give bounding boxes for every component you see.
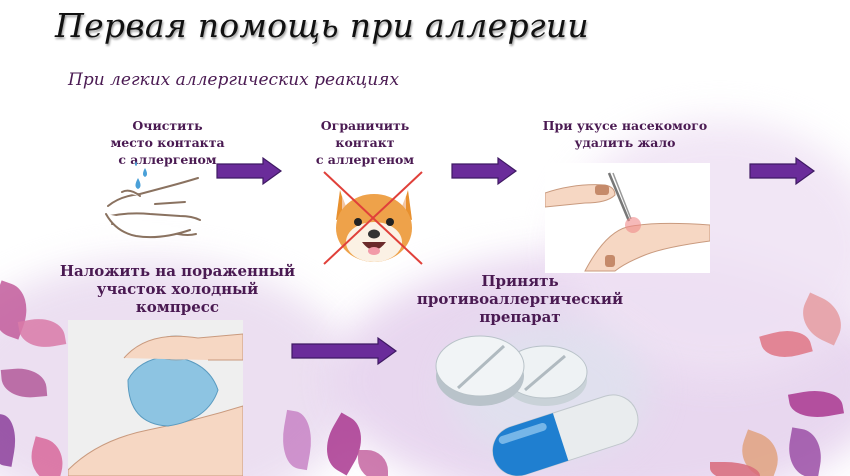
hand-washing-icon <box>105 161 201 239</box>
arrow-right-icon <box>291 336 398 366</box>
arrow-right-icon <box>451 156 518 186</box>
slide-subtitle: При легких аллергических реакциях <box>68 70 400 90</box>
step-2-label: Ограничить контакт с аллергеном <box>315 118 415 167</box>
slide-title: Первая помощь при аллергии <box>55 6 589 45</box>
arrow-right-icon <box>216 156 283 186</box>
tweezers-sting-icon <box>545 172 710 272</box>
arrow-right-icon <box>749 156 816 186</box>
pills-icon <box>435 335 639 476</box>
crossed-dog-icon <box>323 171 423 265</box>
step-3-label: При укусе насекомого удалить жало <box>542 118 708 150</box>
step-1-label: Очистить место контакта с аллергеном <box>110 118 225 167</box>
step-4-label: Наложить на пораженный участок холодный … <box>59 262 296 316</box>
ice-pack-icon <box>68 333 243 476</box>
step-5-label: Принять противоаллергический препарат <box>416 272 624 326</box>
